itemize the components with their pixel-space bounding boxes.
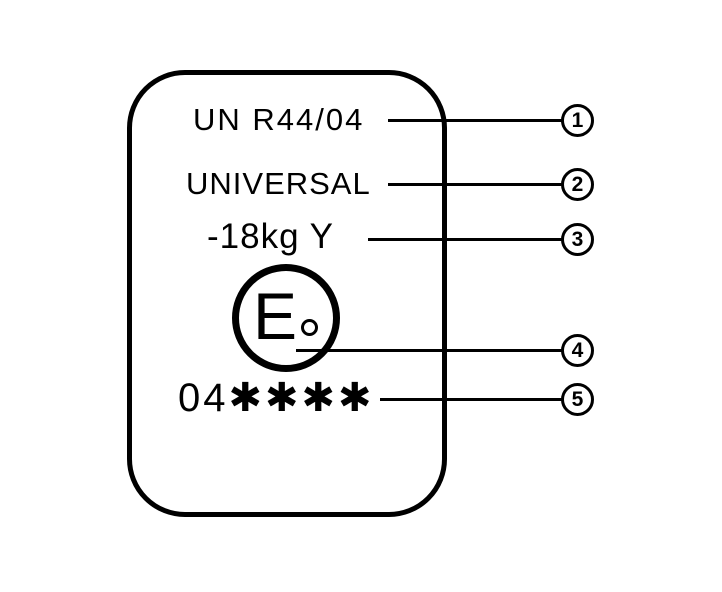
callout-circle-4: 4	[561, 334, 594, 367]
weight-group-text: -18kg Y	[207, 217, 334, 256]
callout-circle-3: 3	[561, 223, 594, 256]
e-mark-inner-circle	[301, 319, 318, 336]
e-mark-circle: E	[232, 264, 340, 372]
callout-circle-1: 1	[561, 104, 594, 137]
leader-line-4	[296, 349, 564, 352]
regulation-text: UN R44/04	[193, 102, 365, 137]
callout-number-4: 4	[571, 338, 584, 362]
callout-number-3: 3	[571, 227, 584, 251]
approval-number-text: 04✱✱✱✱	[178, 376, 375, 420]
callout-circle-5: 5	[561, 383, 594, 416]
leader-line-3	[368, 238, 564, 241]
callout-number-2: 2	[571, 172, 584, 196]
callout-number-1: 1	[571, 108, 584, 132]
leader-line-5	[380, 398, 564, 401]
callout-circle-2: 2	[561, 168, 594, 201]
category-text: UNIVERSAL	[186, 166, 371, 201]
callout-number-5: 5	[571, 387, 584, 411]
leader-line-1	[388, 119, 564, 122]
e-mark-letter: E	[253, 279, 298, 353]
leader-line-2	[388, 183, 564, 186]
